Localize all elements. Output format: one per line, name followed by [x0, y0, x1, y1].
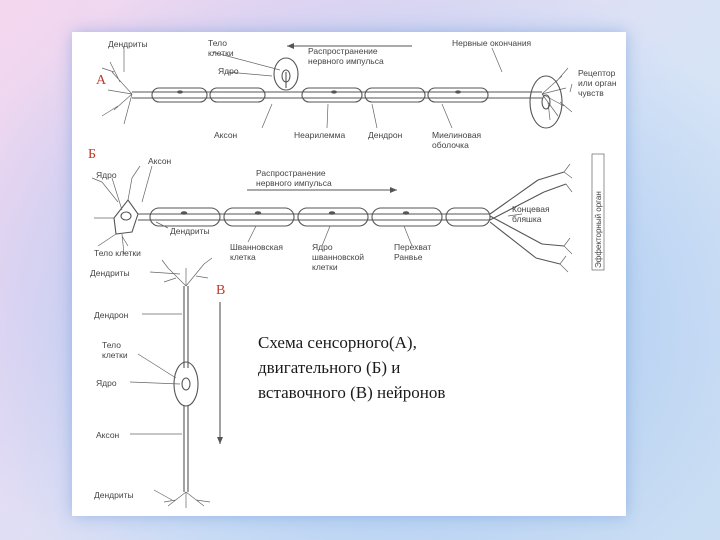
b-label-schwann-nucleus-2: шванновской — [312, 252, 364, 262]
panel-c: В Дендриты Дендрон Тело клетки Яд — [90, 257, 225, 508]
b-label-axon: Аксон — [148, 156, 172, 166]
panel-a-letter: А — [96, 73, 107, 88]
panel-b-myelin-segments — [149, 207, 491, 227]
b-label-dendrites: Дендриты — [170, 226, 210, 236]
b-label-ranvier-1: Перехват — [394, 242, 431, 252]
b-label-schwann-nucleus-1: Ядро — [312, 242, 333, 252]
b-label-impulse-1: Распространение — [256, 168, 326, 178]
caption-box — [252, 274, 624, 515]
a-label-cell-body-2: клетки — [208, 48, 234, 58]
c-label-dendrites-top: Дендриты — [90, 268, 130, 278]
a-label-receptor-1: Рецептор — [578, 68, 616, 78]
b-label-nucleus: Ядро — [96, 170, 117, 180]
a-label-receptor-3: чувств — [578, 88, 604, 98]
panel-b-letter: Б — [88, 147, 96, 162]
caption-line-3: вставочного (В) нейронов — [258, 383, 446, 402]
c-label-cell-body-2: клетки — [102, 350, 128, 360]
panel-b-effector — [591, 153, 605, 271]
a-label-receptor-2: или орган — [578, 78, 617, 88]
a-label-dendrites: Дендриты — [108, 39, 148, 49]
c-label-dendrites-bottom: Дендриты — [94, 490, 134, 500]
b-label-schwann-2: клетка — [230, 252, 256, 262]
a-label-nerve-endings: Нервные окончания — [452, 38, 532, 48]
a-label-cell-body-1: Тело — [208, 38, 227, 48]
b-label-impulse-2: нервного импульса — [256, 178, 332, 188]
caption-line-2: двигательного (Б) и — [258, 358, 401, 377]
b-label-effector: Эффекторный орган — [594, 191, 603, 268]
a-label-myelin-1: Миелиновая — [432, 130, 482, 140]
c-label-axon: Аксон — [96, 430, 120, 440]
panel-a: А — [96, 38, 617, 150]
a-label-dendron: Дендрон — [368, 130, 403, 140]
c-label-nucleus: Ядро — [96, 378, 117, 388]
b-label-schwann-nucleus-3: клетки — [312, 262, 338, 272]
a-label-impulse-2: нервного импульса — [308, 56, 384, 66]
panel-b: Б — [88, 147, 605, 273]
a-label-impulse-1: Распространение — [308, 46, 378, 56]
b-label-schwann-1: Шванновская — [230, 242, 283, 252]
b-label-end-plate-2: бляшка — [512, 214, 542, 224]
b-label-end-plate-1: Концевая — [512, 204, 550, 214]
b-label-cell-body: Тело клетки — [94, 248, 141, 258]
panel-a-cell-body — [273, 57, 299, 91]
b-label-ranvier-2: Ранвье — [394, 252, 423, 262]
a-label-myelin-2: оболочка — [432, 140, 469, 150]
neuron-diagram: А — [88, 38, 617, 508]
panel-a-myelin-segments — [151, 87, 489, 103]
a-label-neurilemma: Неарилемма — [294, 130, 345, 140]
panel-a-receptor — [529, 75, 563, 129]
panel-c-letter: В — [216, 283, 225, 298]
caption-line-1: Схема сенсорного(А), — [258, 333, 417, 352]
diagram-caption: Схема сенсорного(А), двигательного (Б) и… — [258, 330, 548, 405]
a-label-nucleus: Ядро — [218, 66, 239, 76]
c-label-cell-body-1: Тело — [102, 340, 121, 350]
panel-a-dendrites — [101, 61, 133, 125]
panel-b-cell-body — [91, 165, 141, 255]
a-label-axon: Аксон — [214, 130, 238, 140]
c-label-dendron: Дендрон — [94, 310, 129, 320]
